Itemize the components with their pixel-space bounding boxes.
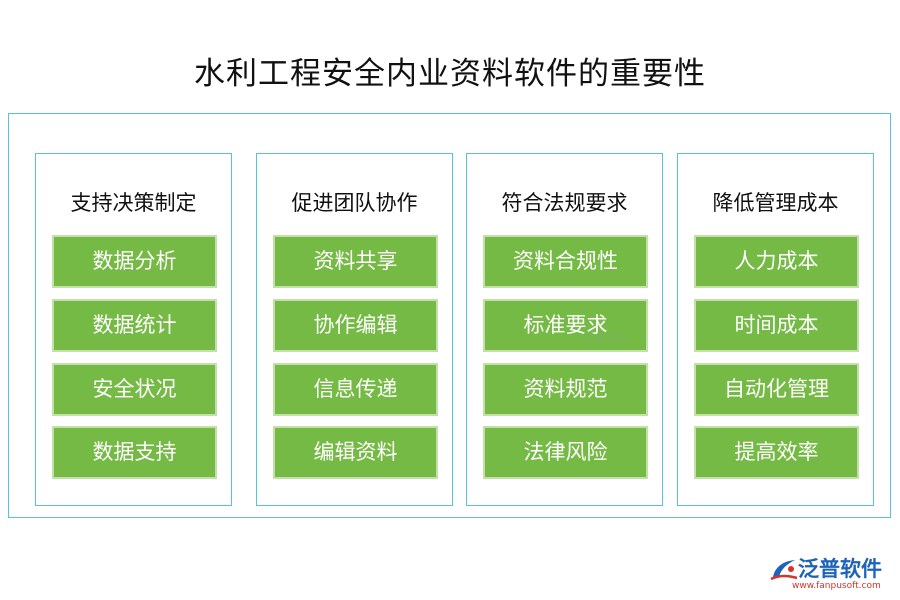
watermark-text: 泛普软件 [584, 332, 628, 345]
item-box: 协作编辑 [273, 299, 438, 352]
column-cost: 降低管理成本 人力成本 时间成本 自动化管理 提高效率 [677, 153, 874, 506]
logo-name: 泛普软件 [798, 557, 882, 581]
column-decision: 支持决策制定 数据分析 数据统计 安全状况 数据支持 [35, 153, 232, 506]
item-box: 人力成本 [694, 235, 859, 288]
outer-frame [8, 113, 891, 518]
item-box: 信息传递 [273, 363, 438, 416]
fanpu-logo-icon [770, 560, 798, 581]
column-title: 符合法规要求 [501, 191, 628, 215]
diagram-title: 水利工程安全内业资料软件的重要性 [194, 56, 706, 92]
item-box: 标准要求 [483, 299, 648, 352]
item-box: 自动化管理 [694, 363, 859, 416]
item-box: 编辑资料 [273, 426, 438, 479]
item-box: 资料规范 [483, 363, 648, 416]
column-compliance: 符合法规要求 资料合规性 标准要求 资料规范 法律风险 [466, 153, 663, 506]
item-box: 提高效率 [694, 426, 859, 479]
item-box: 资料合规性 [483, 235, 648, 288]
item-box: 数据统计 [52, 299, 217, 352]
brand-logo: 泛普软件 www.fanpusoft.com [769, 553, 894, 595]
item-box: 时间成本 [694, 299, 859, 352]
column-title: 促进团队协作 [291, 191, 418, 215]
logo-url: www.fanpusoft.com [792, 581, 881, 591]
item-box: 法律风险 [483, 426, 648, 479]
item-box: 安全状况 [52, 363, 217, 416]
item-box: 资料共享 [273, 235, 438, 288]
column-title: 支持决策制定 [70, 191, 197, 215]
item-box: 数据分析 [52, 235, 217, 288]
column-title: 降低管理成本 [712, 191, 839, 215]
column-collaboration: 促进团队协作 资料共享 协作编辑 信息传递 编辑资料 [256, 153, 453, 506]
item-box: 数据支持 [52, 426, 217, 479]
